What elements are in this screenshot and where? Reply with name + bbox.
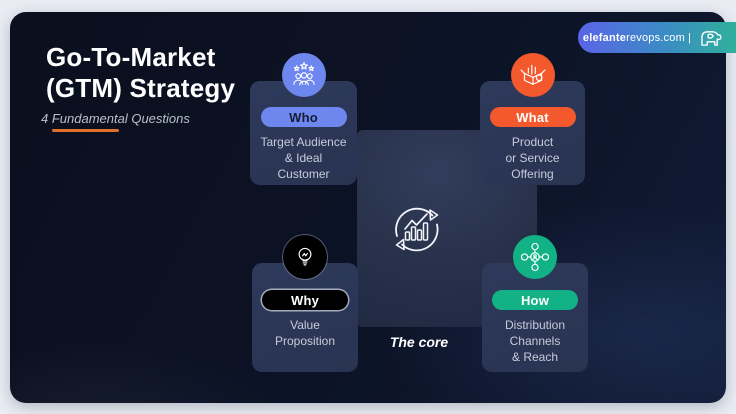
how-pill: How (492, 290, 578, 310)
card-what: What Product or Service Offering (480, 53, 585, 185)
why-pill: Why (262, 290, 348, 310)
card-what-description: Product or Service Offering (505, 135, 560, 181)
badge-divider: | (687, 31, 691, 44)
card-how: How Distribution Channels & Reach (482, 235, 588, 372)
accent-underline (52, 129, 119, 132)
subtitle: 4 Fundamental Questions (41, 111, 190, 126)
how-pill-label: How (520, 292, 550, 308)
card-why: Why Value Proposition (252, 235, 358, 372)
card-who-description: Target Audience & Ideal Customer (260, 135, 347, 181)
audience-icon (281, 53, 326, 97)
why-pill-label: Why (290, 292, 320, 308)
growth-cycle-icon (389, 202, 445, 258)
header: Go-To-Market (GTM) Strategy (46, 42, 235, 104)
elephant-icon (699, 27, 724, 48)
card-how-description: Distribution Channels & Reach (504, 318, 566, 364)
what-pill: What (489, 107, 576, 127)
page-title: Go-To-Market (GTM) Strategy (46, 42, 235, 104)
slide-canvas: Go-To-Market (GTM) Strategy 4 Fundamenta… (10, 12, 726, 403)
brand-badge[interactable]: elefanterevops.com| (578, 22, 736, 53)
lightbulb-icon (283, 235, 327, 279)
core-caption: The core (389, 334, 449, 350)
title-line-1: Go-To-Market (46, 42, 216, 72)
brand-url: elefanterevops.com| (582, 31, 691, 44)
title-line-2: (GTM) Strategy (46, 73, 236, 103)
who-pill: Who (260, 107, 347, 127)
who-pill-label: Who (289, 109, 318, 125)
product-box-icon (510, 53, 555, 97)
card-why-description: Value Proposition (274, 318, 336, 348)
what-pill-label: What (516, 109, 549, 125)
card-who: Who Target Audience & Ideal Customer (250, 53, 357, 185)
distribution-icon (513, 235, 557, 279)
